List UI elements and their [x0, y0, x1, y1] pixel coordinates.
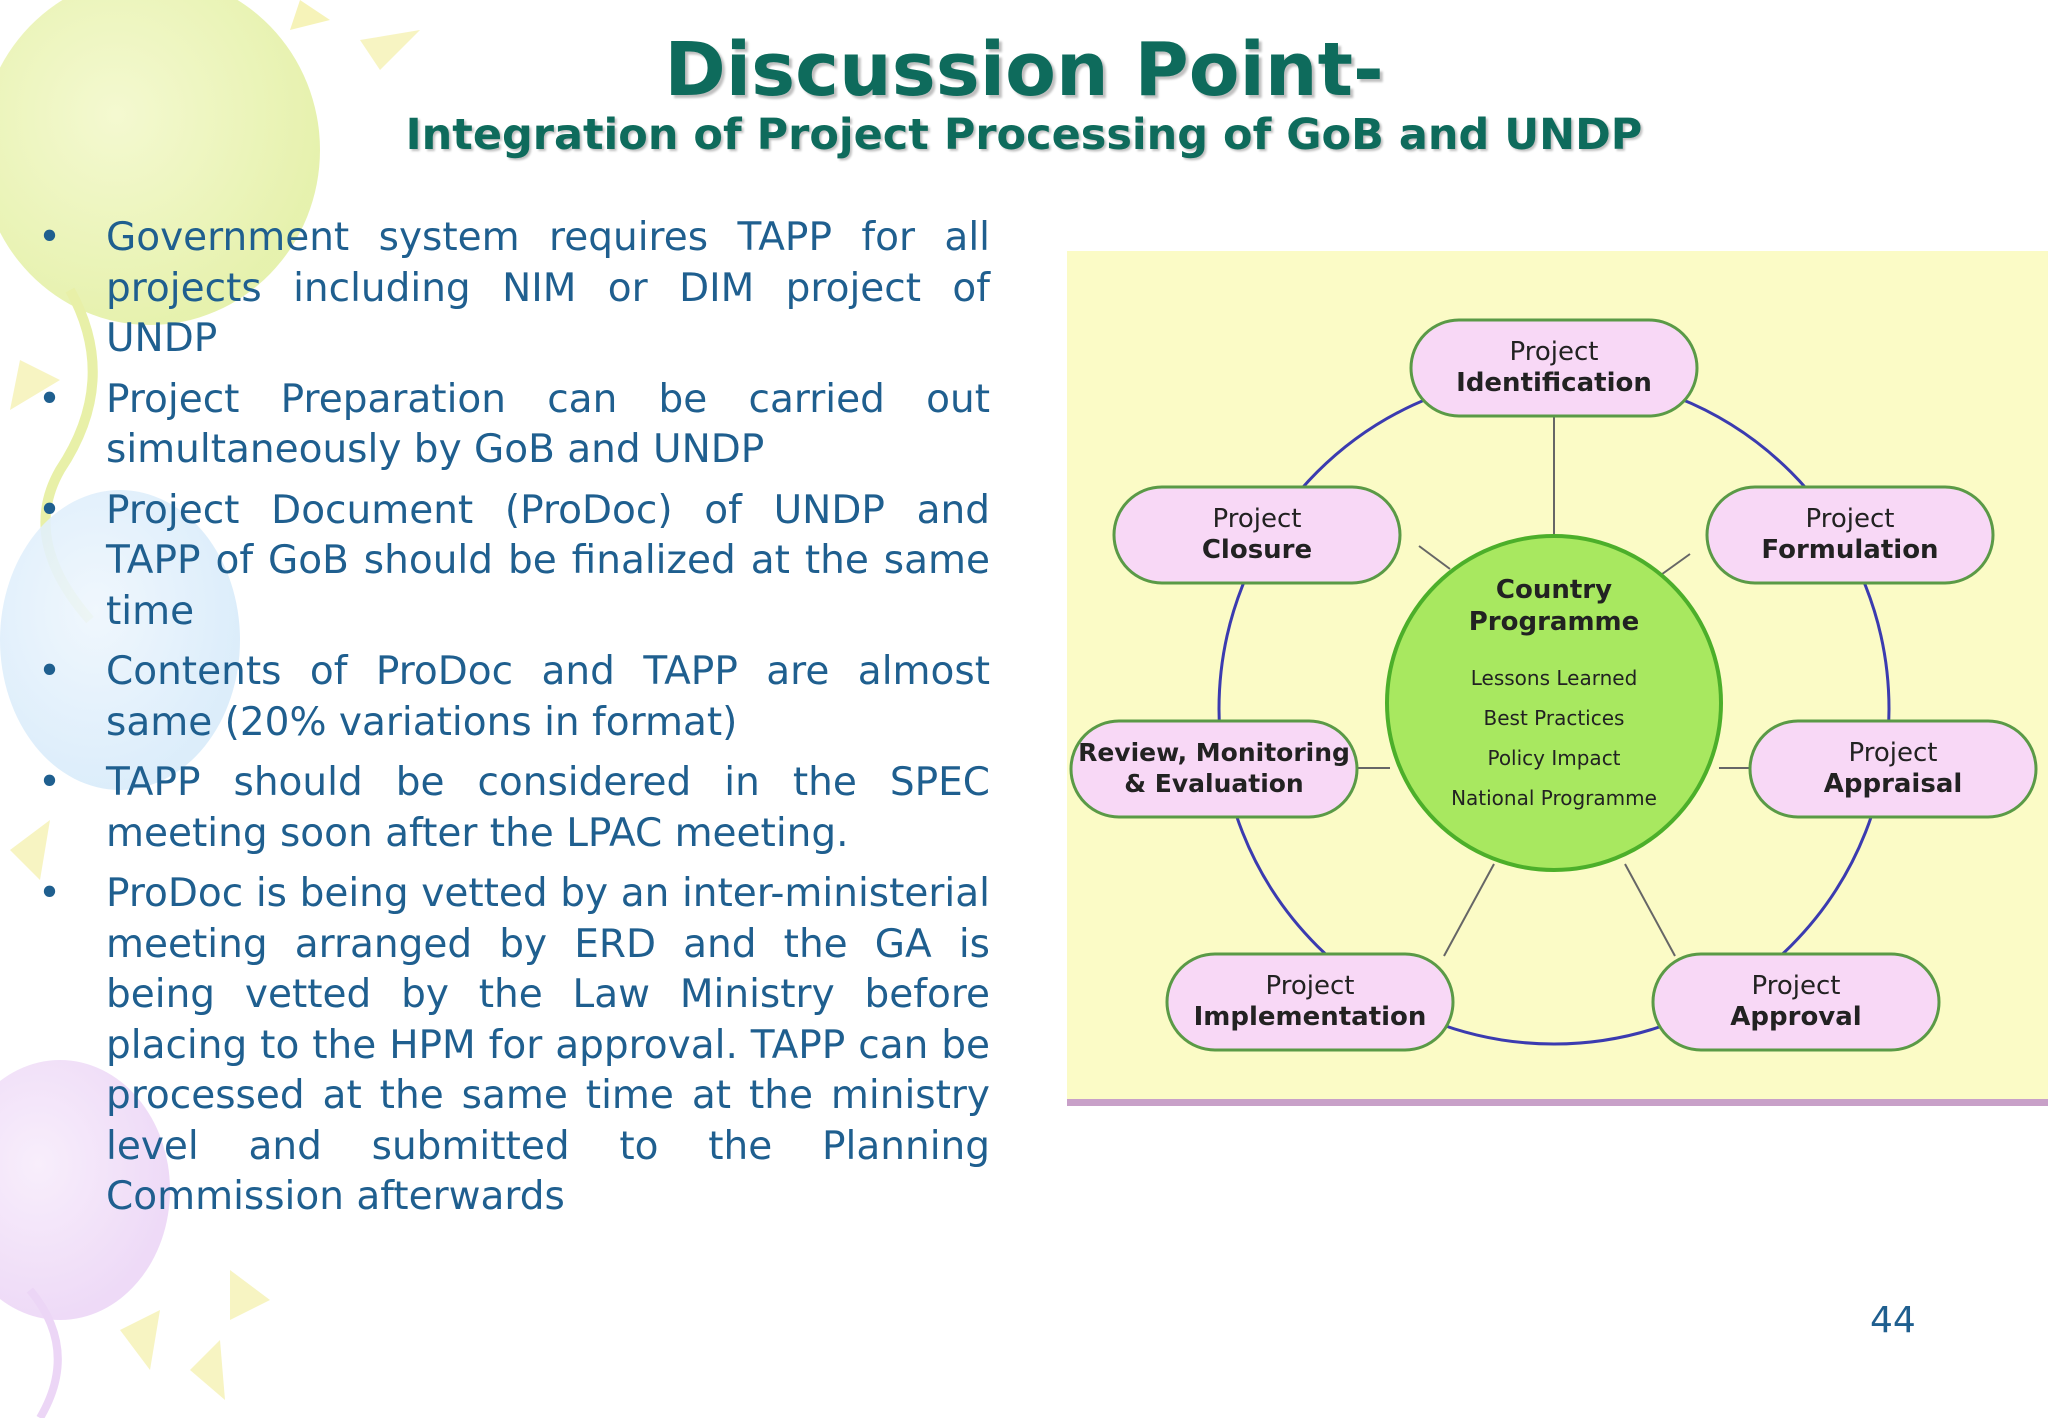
node-project-closure: Project Closure — [1112, 485, 1402, 585]
svg-text:& Evaluation: & Evaluation — [1124, 769, 1303, 798]
node-review-monitoring-evaluation: Review, Monitoring & Evaluation — [1069, 719, 1359, 819]
bullet-text: Project Preparation can be carried out s… — [106, 376, 990, 473]
svg-text:Closure: Closure — [1202, 535, 1312, 565]
svg-text:Formulation: Formulation — [1761, 535, 1938, 565]
svg-text:Project: Project — [1213, 504, 1302, 534]
bullet-dot-icon: • — [38, 487, 62, 533]
center-title-line2: Programme — [1469, 607, 1640, 637]
slide-subtitle: Integration of Project Processing of GoB… — [405, 110, 1643, 160]
bullet-dot-icon: • — [38, 215, 62, 260]
bullet-item: • Project Document (ProDoc) of UNDP and T… — [30, 486, 990, 638]
country-programme-center — [1385, 534, 1723, 872]
node-project-implementation: Project Implementation — [1165, 952, 1455, 1052]
bullet-item: • Contents of ProDoc and TAPP are almost … — [30, 647, 990, 748]
bullet-item: • Government system requires TAPP for all… — [30, 213, 990, 365]
bullet-list: • Government system requires TAPP for all… — [30, 213, 990, 1233]
bullet-item: • Project Preparation can be carried out … — [30, 375, 990, 476]
diagram-bottom-border — [1067, 1099, 2048, 1106]
center-item: Best Practices — [1484, 706, 1625, 730]
bullet-text: TAPP should be considered in the SPEC me… — [106, 760, 990, 856]
center-item: National Programme — [1451, 786, 1657, 810]
svg-text:Project: Project — [1752, 971, 1841, 1001]
node-project-approval: Project Approval — [1651, 952, 1941, 1052]
bullet-text: Government system requires TAPP for all … — [106, 215, 990, 361]
bullet-dot-icon: • — [38, 649, 62, 694]
svg-text:Identification: Identification — [1456, 368, 1652, 398]
page-number: 44 — [1870, 1300, 1916, 1341]
node-project-appraisal: Project Appraisal — [1748, 719, 2038, 819]
center-item: Policy Impact — [1487, 746, 1620, 770]
svg-text:Appraisal: Appraisal — [1824, 769, 1963, 799]
bullet-text: ProDoc is being vetted by an inter-minis… — [106, 871, 990, 1219]
svg-text:Project: Project — [1806, 504, 1895, 534]
svg-text:Approval: Approval — [1730, 1002, 1861, 1032]
bullet-item: • ProDoc is being vetted by an inter-mini… — [30, 869, 990, 1223]
bullet-dot-icon: • — [38, 376, 62, 422]
bullet-dot-icon: • — [38, 760, 62, 805]
center-title-line1: Country — [1496, 575, 1612, 605]
slide-title: Discussion Point- — [664, 27, 1384, 113]
node-project-formulation: Project Formulation — [1705, 485, 1995, 585]
bullet-text: Contents of ProDoc and TAPP are almost s… — [106, 649, 990, 745]
svg-text:Project: Project — [1510, 337, 1599, 367]
svg-text:Implementation: Implementation — [1194, 1002, 1427, 1032]
node-project-identification: Project Identification — [1409, 318, 1699, 418]
center-item: Lessons Learned — [1471, 666, 1638, 690]
svg-text:Review, Monitoring: Review, Monitoring — [1078, 738, 1350, 767]
bullet-item: • TAPP should be considered in the SPEC m… — [30, 758, 990, 859]
bullet-text: Project Document (ProDoc) of UNDP and TA… — [106, 487, 990, 634]
svg-text:Project: Project — [1849, 738, 1938, 768]
project-cycle-diagram: Country Programme Lessons Learned Best P… — [1067, 251, 2048, 1106]
bullet-dot-icon: • — [38, 871, 62, 916]
svg-text:Project: Project — [1266, 971, 1355, 1001]
